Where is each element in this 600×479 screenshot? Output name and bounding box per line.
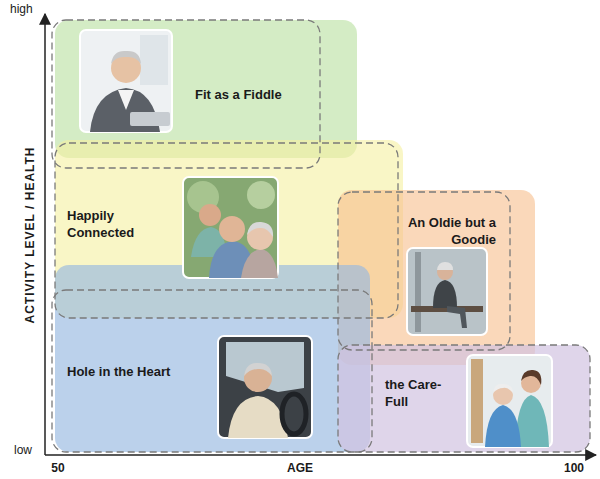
photo-businessman	[80, 30, 172, 132]
x-axis	[45, 454, 596, 456]
region-fill-purple	[338, 345, 590, 452]
photo-frame	[80, 30, 172, 132]
region-label: An Oldie but a Goodie	[400, 215, 496, 249]
region-label: Hole in the Heart	[67, 364, 170, 381]
x-axis-tick: 50	[51, 461, 64, 475]
photo-bench	[407, 248, 487, 335]
photo-carer	[467, 355, 552, 447]
photo-hair	[244, 363, 272, 376]
photo-head	[219, 216, 245, 242]
region-label: Happily Connected	[67, 208, 159, 242]
region-label: the Care-Full	[385, 377, 457, 411]
region-label: Fit as a Fiddle	[195, 87, 282, 104]
photo-head	[199, 204, 221, 226]
dashed-outline	[55, 143, 398, 318]
photo-sweater	[228, 396, 288, 438]
fit-region: Fit as a Fiddle	[55, 20, 357, 158]
y-axis-title: ACTIVITY LEVEL / HEALTH	[22, 146, 36, 323]
photo-frame	[467, 355, 552, 447]
photo-frame	[407, 248, 487, 335]
photo-steering-wheel	[282, 394, 306, 434]
dashed-outline	[338, 345, 590, 452]
photo-pole	[415, 252, 421, 332]
photo-hair	[247, 222, 273, 237]
photo-body	[485, 405, 521, 447]
dashed-outline	[52, 20, 320, 168]
photo-car-window	[226, 342, 304, 392]
y-axis	[44, 14, 46, 455]
photo-window	[140, 35, 168, 85]
photo-foliage	[247, 181, 275, 209]
photo-legs	[447, 306, 467, 328]
photo-body	[433, 280, 457, 308]
region-fill-green	[55, 20, 357, 158]
photo-hair	[493, 384, 513, 393]
photo-driver	[218, 336, 312, 438]
x-axis-title: AGE	[287, 461, 313, 475]
region-fill-blue	[55, 265, 370, 452]
photo-body	[241, 249, 278, 278]
photo-hair	[521, 370, 541, 385]
photo-frame	[218, 336, 312, 438]
photo-door	[471, 359, 483, 443]
photo-hair	[111, 51, 141, 64]
photo-hair	[437, 262, 453, 270]
photo-shirt	[118, 90, 134, 110]
photo-frame	[183, 177, 278, 278]
connected-region: Happily Connected	[55, 140, 403, 318]
carefull-region: the Care-Full	[338, 345, 590, 452]
photo-family	[183, 177, 278, 278]
x-axis-tick: 100	[564, 461, 584, 475]
dashed-outline	[52, 290, 372, 452]
dashed-outline	[338, 192, 510, 350]
oldie-region: An Oldie but a Goodie	[338, 190, 535, 365]
axis-end-label: low	[14, 443, 32, 457]
axis-end-label: high	[10, 2, 33, 16]
photo-laptop	[130, 112, 170, 126]
heart-region: Hole in the Heart	[55, 265, 370, 452]
